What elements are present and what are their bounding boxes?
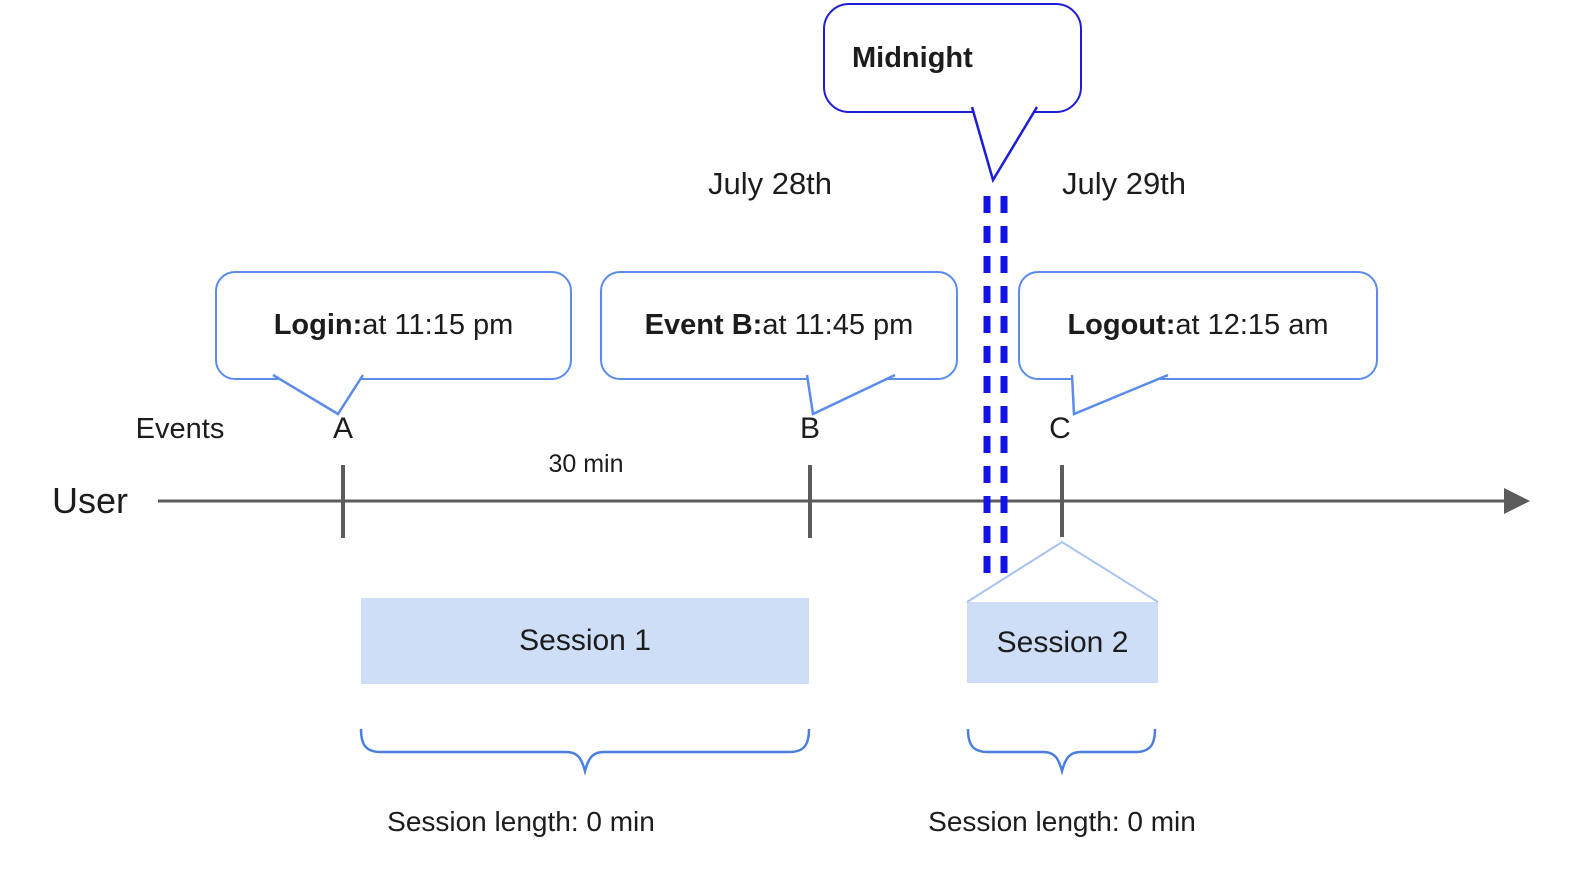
logout-callout-bubble: Logout: at 12:15 am xyxy=(1018,271,1378,380)
login-callout-tail xyxy=(272,373,365,416)
event-marker-c-label: C xyxy=(1049,412,1071,445)
event-marker-b-label: B xyxy=(799,412,821,445)
session-1-box: Session 1 xyxy=(361,598,809,684)
session-2-box: Session 2 xyxy=(967,602,1158,683)
logout-callout-bold: Logout: xyxy=(1067,309,1176,341)
date-label-july-29: July 29th xyxy=(1061,166,1187,201)
session-1-brace xyxy=(359,728,811,776)
interval-30min-label: 30 min xyxy=(548,450,624,478)
event-b-callout-bold: Event B: xyxy=(644,309,763,341)
session-2-length-label: Session length: 0 min xyxy=(928,806,1196,837)
event-b-callout-text: at 11:45 pm xyxy=(762,309,914,341)
user-axis-label: User xyxy=(51,480,129,521)
login-callout-text: at 11:15 pm xyxy=(362,309,514,341)
logout-callout-tail xyxy=(1070,373,1169,416)
events-axis-label: Events xyxy=(135,413,225,445)
timeline-arrowhead-icon xyxy=(1504,488,1530,514)
session-1-length-label: Session length: 0 min xyxy=(387,806,655,837)
session-2-label: Session 2 xyxy=(996,625,1129,659)
midnight-label: Midnight xyxy=(852,41,973,74)
event-marker-a-label: A xyxy=(332,412,354,445)
session-2-brace xyxy=(966,728,1157,776)
session-2-connector-lines xyxy=(966,540,1159,603)
midnight-callout-tail xyxy=(970,106,1039,184)
logout-callout-text: at 12:15 am xyxy=(1175,309,1329,341)
event-b-callout-bubble: Event B: at 11:45 pm xyxy=(600,271,958,380)
login-callout-bubble: Login: at 11:15 pm xyxy=(215,271,572,380)
date-label-july-28: July 28th xyxy=(707,166,833,201)
session-1-label: Session 1 xyxy=(519,624,651,657)
midnight-callout-bubble: Midnight xyxy=(823,3,1082,113)
event-b-callout-tail xyxy=(805,373,896,416)
login-callout-bold: Login: xyxy=(273,309,363,341)
